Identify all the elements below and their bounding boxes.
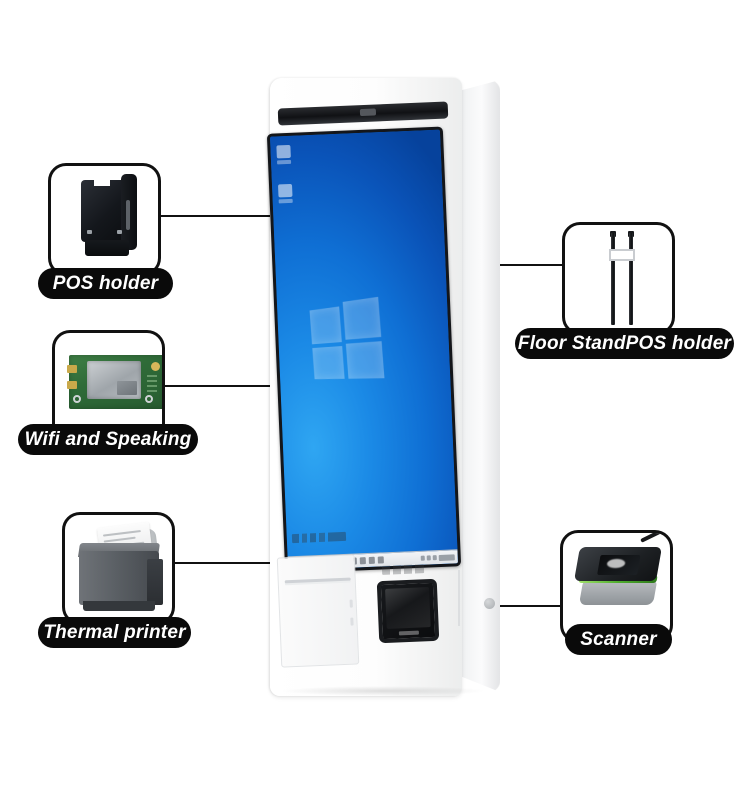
pos-holder-bracket-icon (51, 166, 158, 273)
thermal-printer-icon (65, 515, 172, 622)
connector-line-scanner (500, 605, 560, 607)
printer-paper-slot (284, 577, 351, 584)
tray-icon-3[interactable] (432, 555, 437, 561)
scanner-window[interactable] (376, 578, 440, 644)
scanner-glass (385, 587, 431, 629)
tray-icon-2[interactable] (426, 555, 431, 561)
printer-door[interactable] (276, 554, 360, 668)
kiosk-device (262, 78, 502, 696)
pinned-app-3-icon[interactable] (359, 557, 366, 565)
callout-box-floor-stand-pos-holder[interactable] (562, 222, 675, 335)
callout-label-wifi-and-speaking: Wifi and Speaking (18, 424, 198, 455)
door-notch-upper (349, 599, 353, 608)
scanner-brand-mark (398, 630, 419, 636)
callout-label-text: Scanner (580, 628, 657, 650)
callout-box-pos-holder[interactable] (48, 163, 161, 276)
pinned-app-4-icon[interactable] (368, 556, 375, 564)
callout-label-pos-holder: POS holder (38, 268, 173, 299)
callout-box-thermal-printer[interactable] (62, 512, 175, 625)
connector-line-thermal-printer (175, 562, 273, 564)
wifi-module-card-icon (55, 333, 162, 440)
callout-label-floor-stand-pos-holder: Floor StandPOS holder (515, 328, 734, 359)
pinned-app-5-icon[interactable] (377, 556, 384, 564)
kiosk-screen[interactable] (269, 129, 459, 571)
side-panel-seam (458, 570, 460, 626)
callout-label-text: POS holder (52, 272, 159, 294)
callout-label-scanner: Scanner (565, 624, 672, 655)
floor-stand-pole-icon (565, 225, 672, 332)
desktop-icon-1[interactable] (276, 144, 292, 165)
kiosk-base-shadow (280, 686, 486, 696)
windows-logo-icon (309, 296, 386, 381)
connector-line-wifi (165, 385, 273, 387)
callout-label-thermal-printer: Thermal printer (38, 617, 191, 648)
tray-icon-1[interactable] (420, 555, 425, 561)
side-knob (484, 598, 495, 609)
door-notch-lower (350, 617, 354, 626)
scanner-window-caption (381, 564, 425, 575)
callout-label-text: Wifi and Speaking (24, 428, 192, 450)
connector-line-floor-stand (489, 264, 562, 266)
system-tray[interactable] (420, 553, 455, 561)
callout-label-text: Thermal printer (43, 621, 186, 643)
connector-line-pos-holder (161, 215, 273, 217)
desktop-icon-2[interactable] (277, 183, 293, 204)
callout-label-text: Floor StandPOS holder (517, 332, 732, 354)
screen-bezel (266, 126, 462, 574)
taskbar-clock[interactable] (438, 553, 455, 561)
camera-icon (359, 108, 376, 116)
